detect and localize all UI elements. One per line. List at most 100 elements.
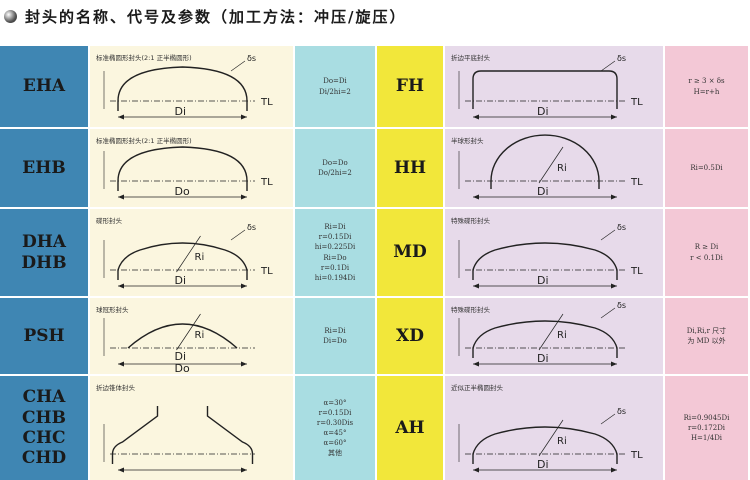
formula-line: Ri=0.5Di: [690, 163, 723, 172]
drawing-caption: 半球形封头: [451, 137, 484, 145]
head-profile: [472, 242, 618, 280]
thickness-label: δs: [617, 301, 626, 310]
formula-line: hi=0.225Di: [314, 243, 356, 252]
tangent-line-label: TL: [260, 177, 273, 188]
head-profile: [472, 320, 618, 358]
head-profile: [127, 323, 238, 349]
drawing-caption: 标准椭圆形封头(2:1 正半椭圆形): [96, 54, 192, 62]
radius-label: Ri: [557, 163, 567, 174]
diameter-label: Di: [175, 105, 187, 118]
formula-line: Do/2hi=2: [318, 169, 352, 177]
drawing-cell: 折边平底封头 TL Di δs: [445, 46, 665, 127]
formula-line: R ≥ Di: [694, 243, 719, 252]
head-profile: [117, 146, 248, 191]
tangent-line-label: TL: [630, 97, 643, 108]
code-cell: PSH: [0, 298, 90, 374]
formula-cell: Di,Ri,r 尺寸为 MD 以外: [665, 298, 750, 374]
thickness-label: δs: [617, 223, 626, 232]
head-code: PSH: [23, 325, 65, 346]
formula-line: r=0.1Di: [320, 263, 350, 272]
formula-line: 为 MD 以外: [687, 337, 726, 345]
head-code: CHA: [22, 387, 66, 408]
tangent-line-label: TL: [260, 266, 273, 277]
drawing-cell: 半球形封头 TL Di Ri: [445, 129, 665, 207]
right-row: HH 半球形封头 TL Di Ri Ri=0.5Di: [0, 129, 750, 207]
formula-line: Do=Do: [322, 158, 348, 167]
head-code: CHD: [21, 448, 67, 469]
drawing-caption: 标准椭圆形封头(2:1 正半椭圆形): [96, 137, 192, 145]
diameter-label: Di: [537, 185, 549, 198]
thickness-leader: [230, 60, 246, 72]
formula-line: r < 0.1Di: [690, 253, 723, 262]
formula-line: r=0.172Di: [687, 423, 726, 432]
thickness-label: δs: [617, 54, 626, 63]
formula-line: α=30°: [323, 398, 347, 407]
radius-label: Ri: [557, 436, 567, 447]
drawing-caption: 碟形封头: [96, 217, 122, 225]
head-drawing: TL Di Ri: [458, 134, 643, 200]
formula-line: Ri=Do: [323, 253, 347, 262]
drawing-caption: 特殊碟形封头: [451, 306, 490, 314]
radius-line: [538, 313, 564, 351]
inner-diameter-label: Di: [175, 350, 187, 363]
code-cell: XD: [377, 298, 445, 374]
head-code: HH: [393, 157, 427, 178]
page-title-text: 封头的名称、代号及参数（加工方法：冲压/旋压）: [25, 7, 407, 26]
drawing-cell: 折边锥体封头: [90, 376, 295, 480]
diameter-label: Di: [537, 352, 549, 365]
head-drawing: TL Do: [103, 146, 273, 200]
formula-line: H=r+h: [693, 87, 720, 96]
thickness-label: δs: [617, 407, 626, 416]
bullet-icon: [4, 9, 17, 23]
formula-line: Di,Ri,r 尺寸: [686, 326, 727, 335]
drawing-caption: 近似正半椭圆封头: [451, 384, 503, 392]
diameter-label: Di: [537, 105, 549, 118]
head-code: MD: [393, 242, 427, 263]
radius-line: [176, 235, 201, 273]
formula-line: Ri=0.9045Di: [683, 413, 730, 422]
thickness-label: δs: [247, 54, 256, 63]
radius-label: Ri: [195, 330, 205, 341]
formula-line: r=0.15Di: [318, 233, 352, 242]
radius-line: [538, 419, 564, 457]
head-code: DHB: [21, 252, 67, 273]
formula-line: Di=Do: [323, 337, 347, 345]
head-code: DHA: [22, 232, 66, 253]
formula-line: α=45°: [323, 429, 347, 437]
formula-line: α=60°: [323, 439, 347, 448]
drawing-caption: 折边锥体封头: [96, 384, 135, 392]
diameter-label: Di: [175, 274, 187, 287]
head-profile: [472, 426, 618, 464]
outer-diameter-label: Do: [175, 362, 190, 374]
head-code: FH: [395, 76, 425, 97]
tangent-line-label: TL: [630, 177, 643, 188]
head-code: EHA: [22, 76, 66, 97]
drawing-caption: 折边平底封头: [451, 54, 490, 62]
radius-line: [176, 313, 201, 351]
diameter-label: Do: [175, 185, 190, 198]
code-cell: HH: [377, 129, 445, 207]
thickness-leader: [230, 229, 246, 241]
code-cell: FH: [377, 46, 445, 127]
head-drawing: [103, 406, 255, 473]
tangent-line-label: TL: [630, 450, 643, 461]
